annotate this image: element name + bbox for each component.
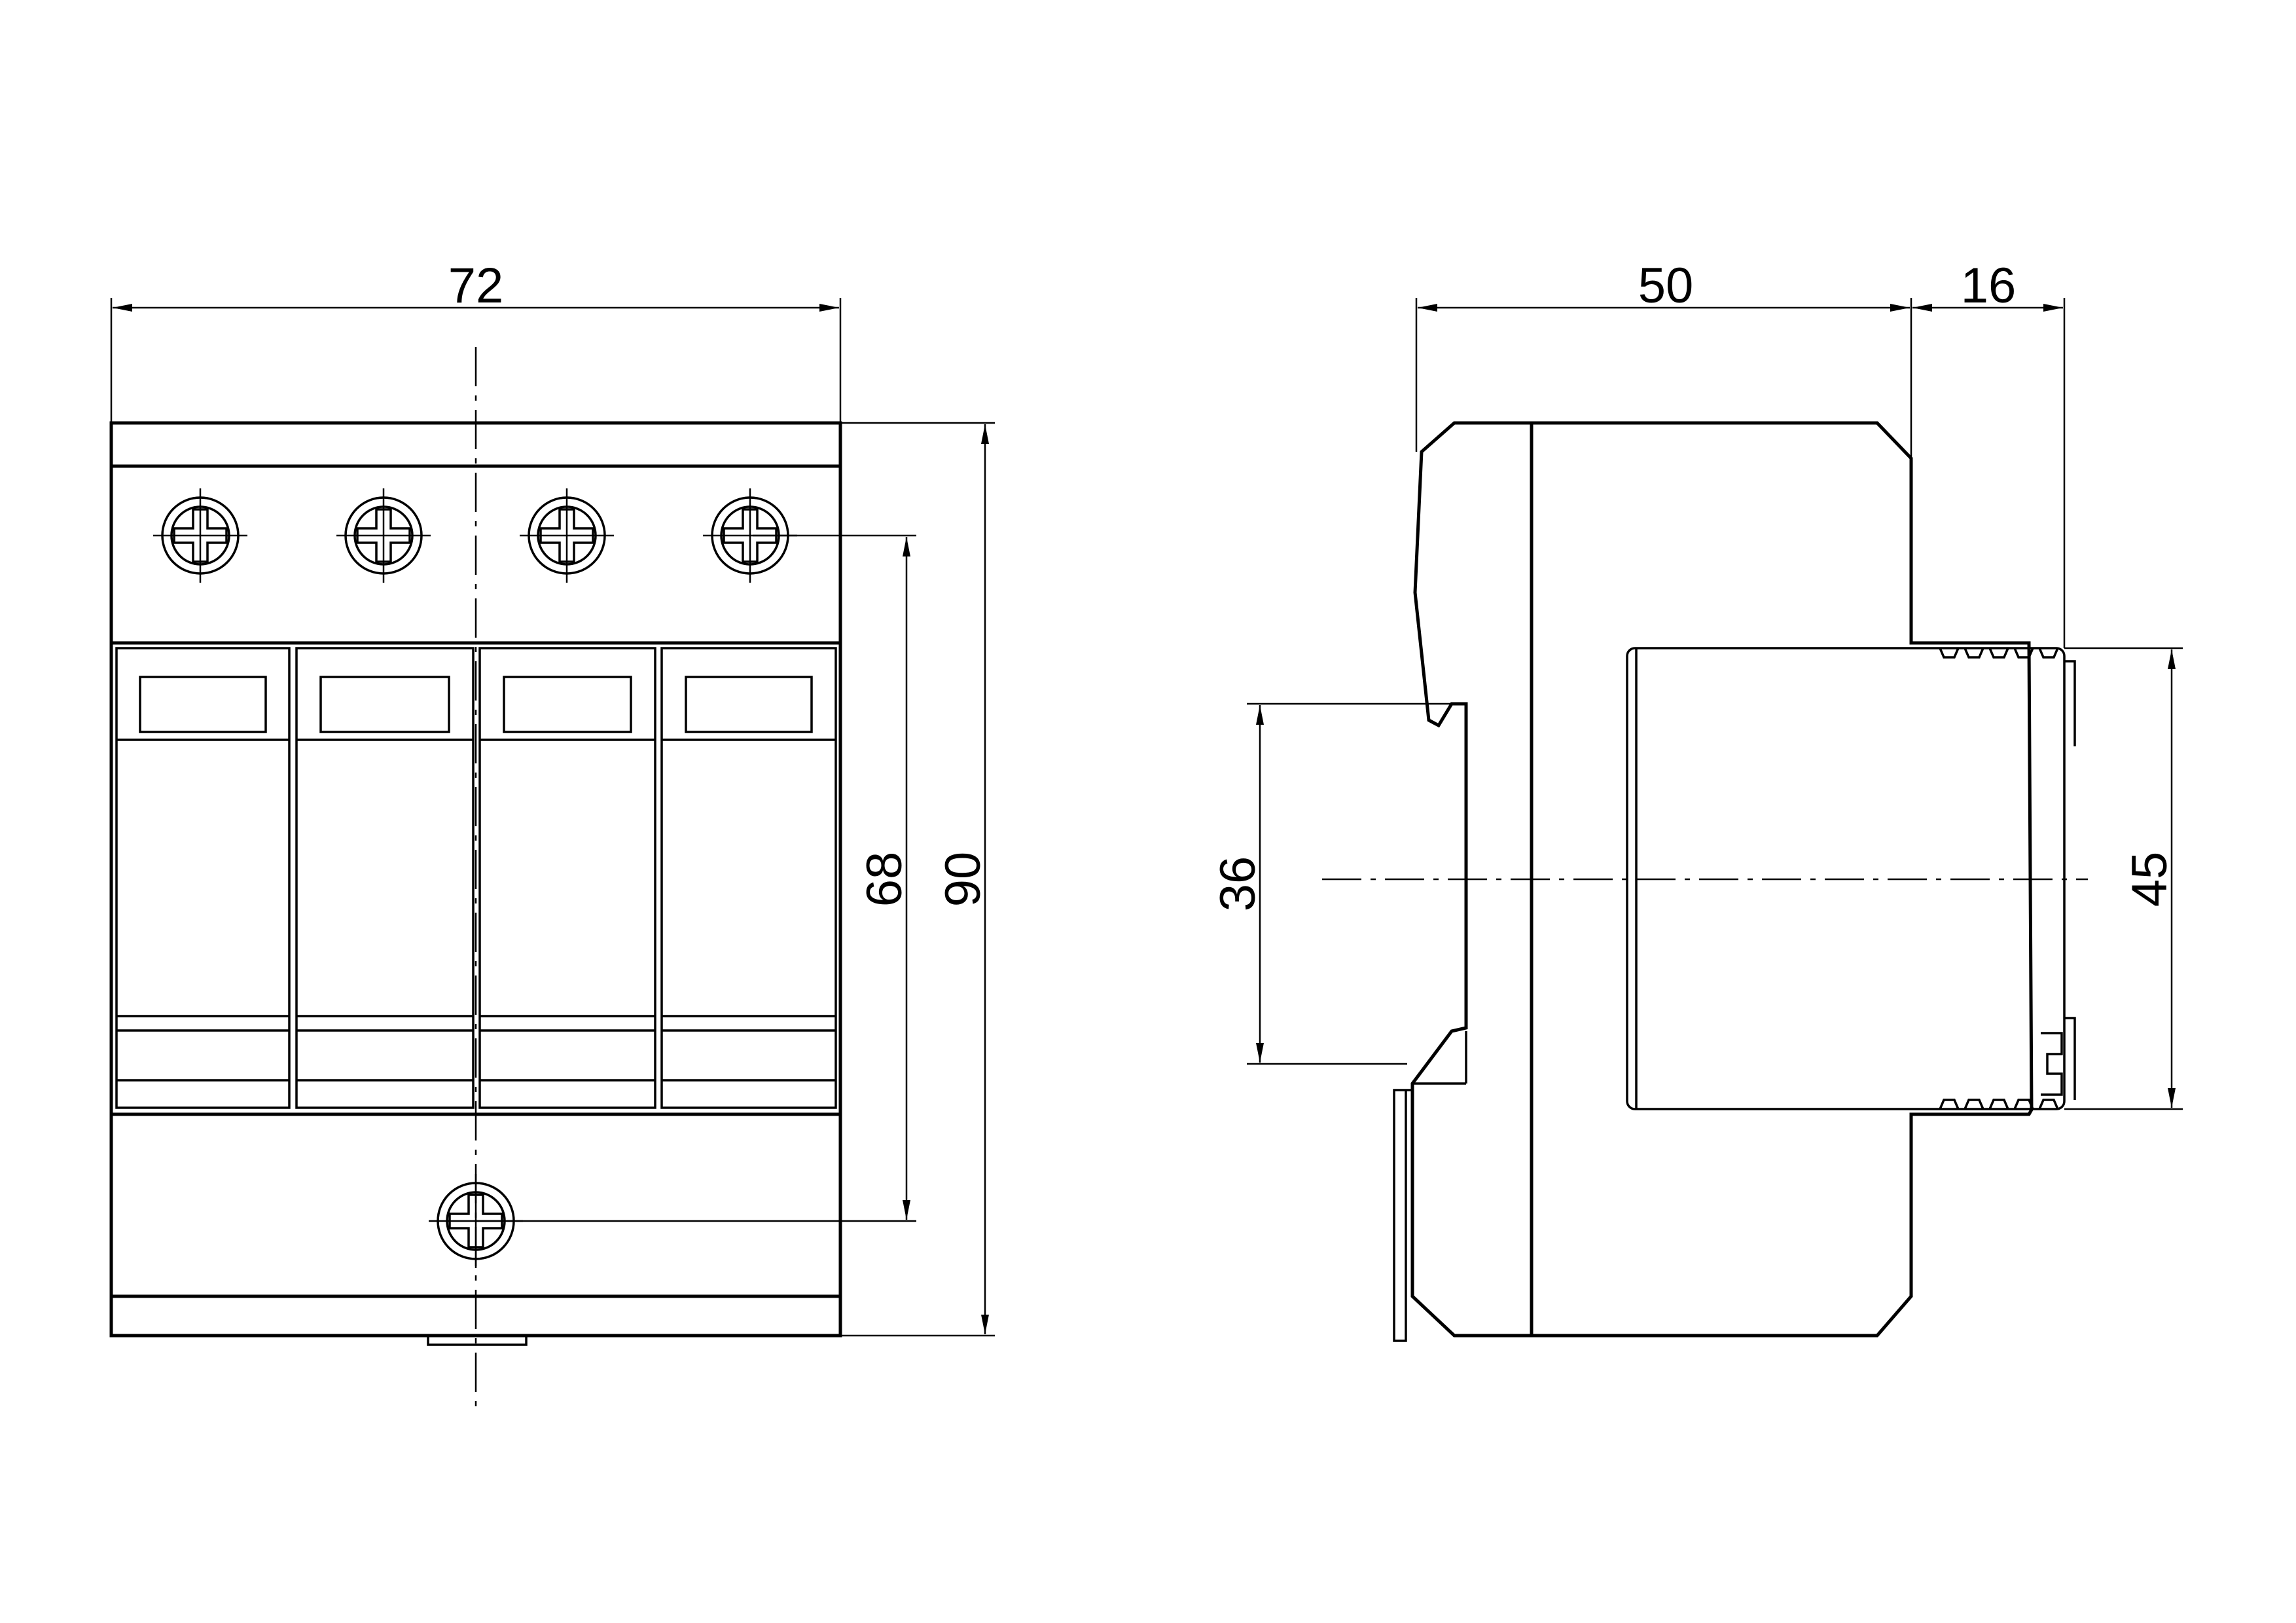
dim-height-90: 90 <box>935 852 991 907</box>
din-clip <box>1410 421 1532 1338</box>
terminal-screw-top-3 <box>520 488 614 583</box>
grip-notch <box>2013 1099 2034 1110</box>
terminal-screw-top-1 <box>153 488 247 583</box>
dim-rail-36: 36 <box>1210 856 1266 912</box>
side-housing <box>1530 421 2034 1338</box>
dim-width-72: 72 <box>448 258 504 314</box>
side-view <box>1322 421 2088 1342</box>
grip-notch <box>1939 647 1960 659</box>
grip-notch <box>2013 647 2034 659</box>
front-view <box>109 347 842 1414</box>
module-4 <box>660 647 837 1109</box>
status-window <box>503 676 632 733</box>
status-window <box>319 676 450 733</box>
grip-notch <box>1964 1099 1984 1110</box>
grip-notch <box>2038 647 2059 659</box>
grip-notch <box>1988 1099 2009 1110</box>
front-dimensions: 72 90 68 <box>110 258 995 1337</box>
grip-notch <box>1964 647 1984 659</box>
terminal-screw-top-2 <box>336 488 431 583</box>
dim-depth-50: 50 <box>1638 258 1694 314</box>
module-2 <box>295 647 475 1109</box>
module-1 <box>115 647 291 1109</box>
module-3 <box>478 647 656 1109</box>
status-window <box>685 676 813 733</box>
side-dimensions: 50 16 36 45 <box>1210 258 2183 1110</box>
dim-front-45: 45 <box>2122 852 2178 907</box>
status-window <box>139 676 267 733</box>
grip-notch <box>1988 647 2009 659</box>
dim-protrusion-16: 16 <box>1961 258 2017 314</box>
dim-spacing-68: 68 <box>857 852 912 907</box>
grip-notch <box>2038 1099 2059 1110</box>
grip-notch <box>1939 1099 1960 1110</box>
